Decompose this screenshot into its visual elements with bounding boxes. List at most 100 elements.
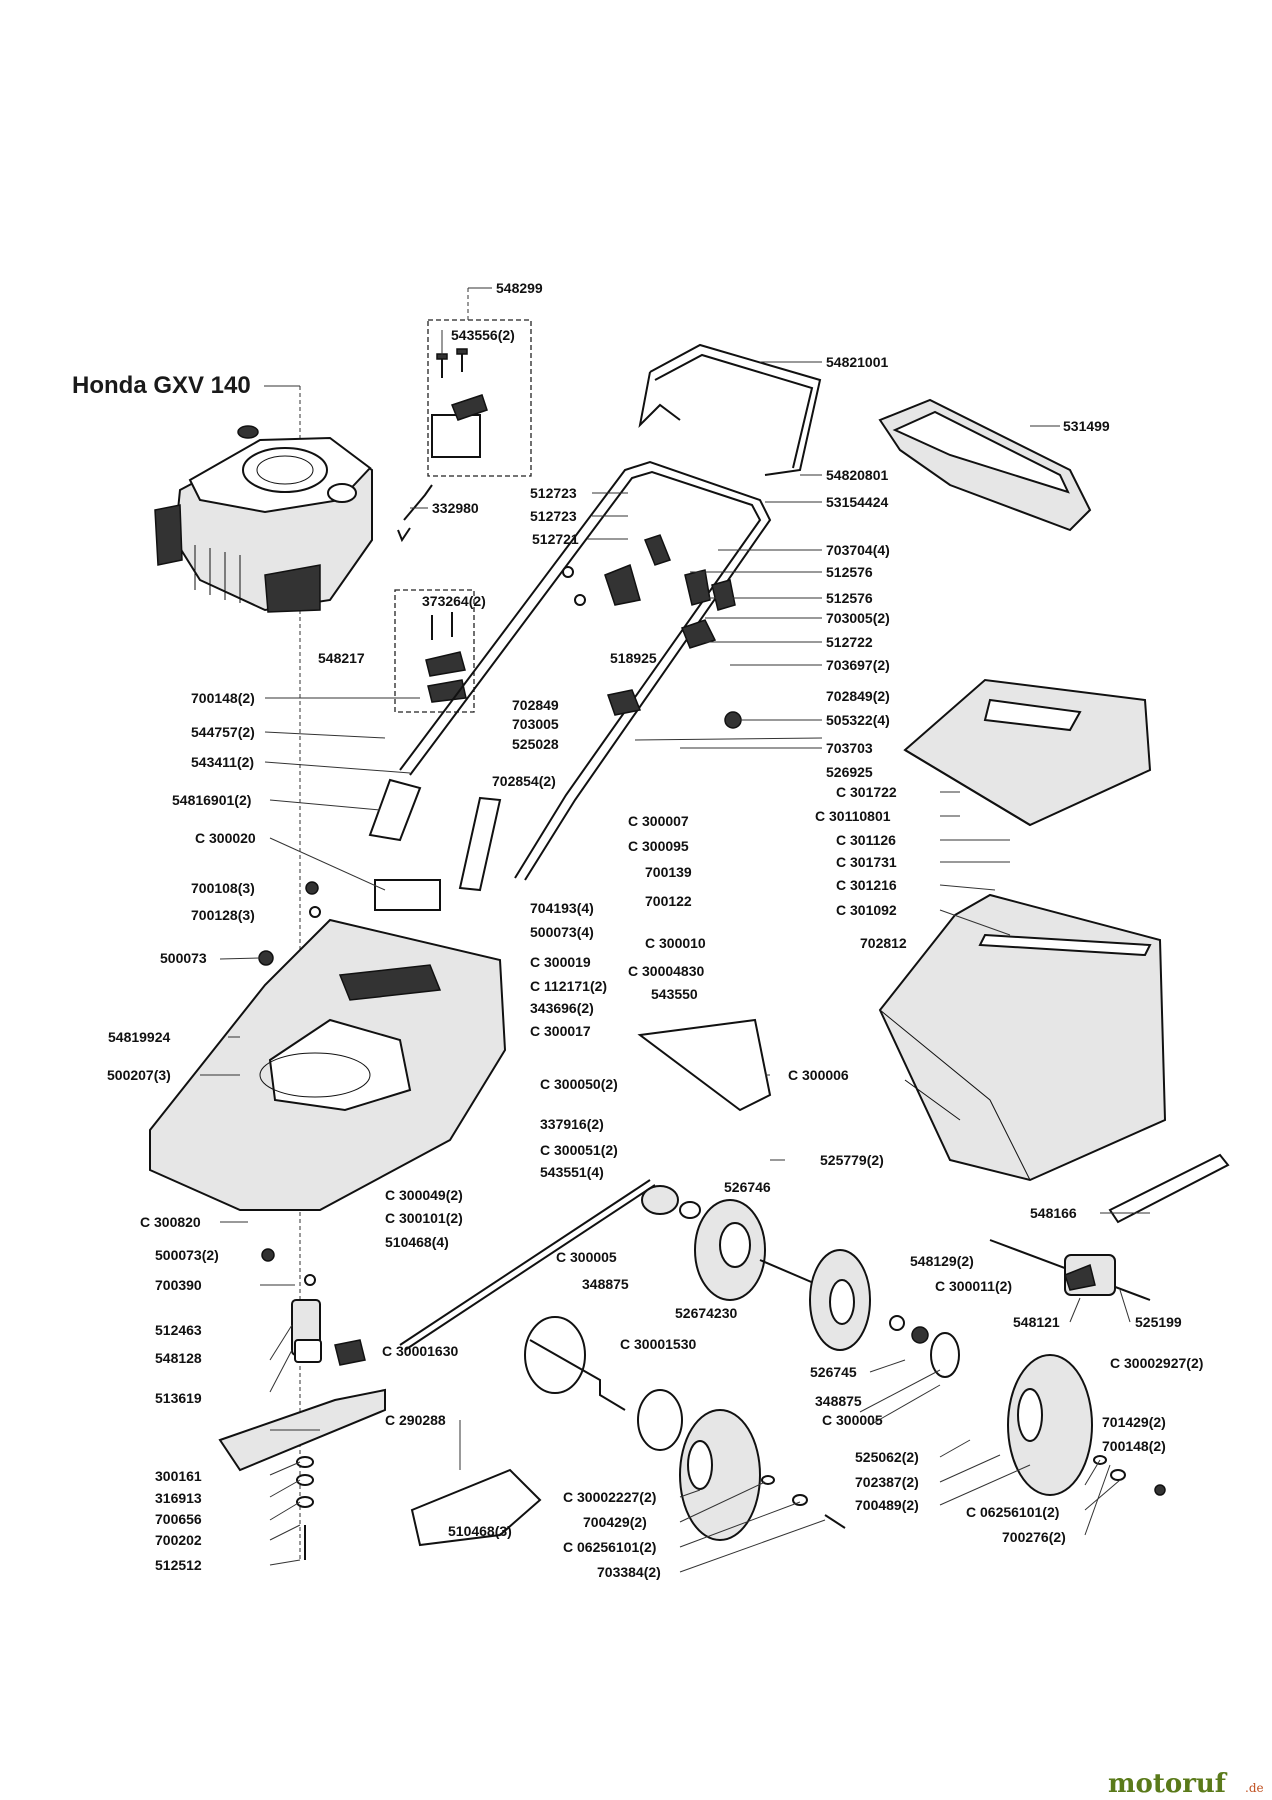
label-548121: 548121: [1013, 1314, 1060, 1330]
label-512576-a: 512576: [826, 564, 873, 580]
label-700128: 700128(3): [191, 907, 255, 923]
rear-wheel-hub-right: [809, 1249, 871, 1351]
label-510468-4: 510468(4): [385, 1234, 449, 1250]
label-C300020: C 300020: [195, 830, 256, 846]
label-512722: 512722: [826, 634, 873, 650]
watermark-brand: motoruf: [1108, 1769, 1228, 1799]
part-labels: 548299 543556(2) 54821001 531499 5482080…: [107, 280, 1203, 1580]
label-C300095: C 300095: [628, 838, 689, 854]
label-505322: 505322(4): [826, 712, 890, 728]
mulch-plate: [410, 1468, 542, 1547]
label-700276: 700276(2): [1002, 1529, 1066, 1545]
label-700429: 700429(2): [583, 1514, 647, 1530]
label-C301126: C 301126: [836, 832, 896, 848]
label-510468-3: 510468(3): [448, 1523, 512, 1539]
label-512512: 512512: [155, 1557, 202, 1573]
label-500073-2: 500073(2): [155, 1247, 219, 1263]
label-C30001530: C 30001530: [620, 1336, 697, 1352]
label-500073-4: 500073(4): [530, 924, 594, 940]
label-548166: 548166: [1030, 1205, 1077, 1221]
handle-levers: [562, 534, 742, 729]
label-703703: 703703: [826, 740, 873, 756]
leader-lines: [200, 330, 1150, 1573]
label-54821001: 54821001: [826, 354, 889, 370]
label-C300050: C 300050(2): [540, 1076, 618, 1092]
label-703697: 703697(2): [826, 657, 890, 673]
label-316913: 316913: [155, 1490, 202, 1506]
label-703005-2: 703005(2): [826, 610, 890, 626]
label-C30001630: C 30001630: [382, 1343, 459, 1359]
label-54816901: 54816901(2): [172, 792, 251, 808]
label-343696: 343696(2): [530, 1000, 594, 1016]
label-C300007: C 300007: [628, 813, 689, 829]
label-373264: 373264(2): [422, 593, 486, 609]
label-C30002227: C 30002227(2): [563, 1489, 656, 1505]
label-703005: 703005: [512, 716, 559, 732]
label-700122: 700122: [645, 893, 692, 909]
label-700656: 700656: [155, 1511, 202, 1527]
label-544757: 544757(2): [191, 724, 255, 740]
label-700148-b: 700148(2): [1102, 1438, 1166, 1454]
label-C301722: C 301722: [836, 784, 897, 800]
label-C06256101-a: C 06256101(2): [563, 1539, 656, 1555]
label-703704: 703704(4): [826, 542, 890, 558]
label-548129: 548129(2): [910, 1253, 974, 1269]
label-C30110801: C 30110801: [815, 808, 891, 824]
label-C112171: C 112171(2): [530, 978, 607, 994]
rear-flap: [637, 1018, 772, 1112]
deck-fasteners: [258, 881, 321, 1286]
label-701429: 701429(2): [1102, 1414, 1166, 1430]
label-C300006: C 300006: [788, 1067, 849, 1083]
label-702849: 702849: [512, 697, 559, 713]
label-526925: 526925: [826, 764, 873, 780]
label-700108: 700108(3): [191, 880, 255, 896]
label-C301216: C 301216: [836, 877, 897, 893]
label-525199: 525199: [1135, 1314, 1182, 1330]
label-700390: 700390: [155, 1277, 202, 1293]
label-52674230: 52674230: [675, 1305, 738, 1321]
grass-bag-lid: [903, 678, 1152, 827]
label-512576-b: 512576: [826, 590, 873, 606]
label-513619: 513619: [155, 1390, 202, 1406]
label-543550: 543550: [651, 986, 698, 1002]
label-348875-a: 348875: [582, 1276, 629, 1292]
label-C301731: C 301731: [836, 854, 897, 870]
label-531499: 531499: [1063, 418, 1110, 434]
gearbox: [989, 1239, 1151, 1301]
label-348875-b: 348875: [815, 1393, 862, 1409]
label-53154424: 53154424: [826, 494, 889, 510]
watermark-tld: .de: [1245, 1781, 1264, 1795]
label-54820801: 54820801: [826, 467, 889, 483]
label-C06256101-b: C 06256101(2): [966, 1504, 1059, 1520]
label-703384: 703384(2): [597, 1564, 661, 1580]
drive-belt: [1108, 1153, 1230, 1224]
label-526746: 526746: [724, 1179, 771, 1195]
label-512721: 512721: [532, 531, 579, 547]
label-704193: 704193(4): [530, 900, 594, 916]
label-C290288: C 290288: [385, 1412, 446, 1428]
label-548299: 548299: [496, 280, 543, 296]
drive-gear: [889, 1315, 960, 1378]
engine-model-title: Honda GXV 140: [72, 372, 251, 399]
label-C300005-b: C 300005: [822, 1412, 883, 1428]
label-700148: 700148(2): [191, 690, 255, 706]
bail-handle: [638, 343, 822, 476]
label-500073: 500073: [160, 950, 207, 966]
label-C30004830: C 30004830: [628, 963, 705, 979]
label-525028: 525028: [512, 736, 559, 752]
cable-clamp-kit: [394, 589, 475, 713]
label-525062: 525062(2): [855, 1449, 919, 1465]
label-C300051: C 300051(2): [540, 1142, 618, 1158]
rear-wheel-hub-left: [694, 1199, 766, 1301]
label-702387: 702387(2): [855, 1474, 919, 1490]
label-518925: 518925: [610, 650, 657, 666]
label-543411: 543411(2): [191, 754, 254, 770]
label-C300005-a: C 300005: [556, 1249, 617, 1265]
label-548217: 548217: [318, 650, 365, 666]
wheel-washers: [761, 1455, 1166, 1529]
throttle-kit: [427, 287, 532, 477]
engine: [154, 425, 373, 613]
handlebar: [368, 460, 772, 892]
label-C300011: C 300011(2): [935, 1278, 1012, 1294]
